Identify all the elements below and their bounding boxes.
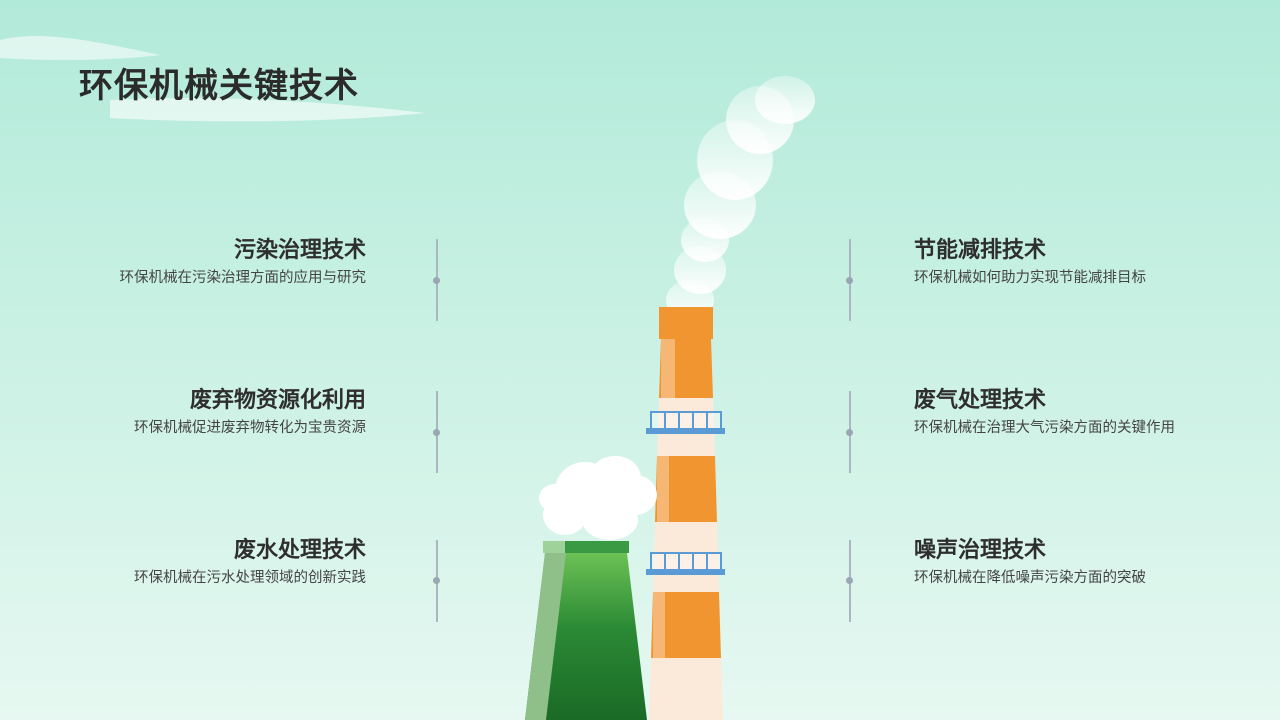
tech-item-exhaust-gas: 废气处理技术 环保机械在治理大气污染方面的关键作用 bbox=[914, 386, 1274, 438]
item-description: 环保机械促进废弃物转化为宝贵资源 bbox=[134, 420, 366, 436]
tech-item-pollution: 污染治理技术 环保机械在污染治理方面的应用与研究 bbox=[6, 236, 367, 288]
cloud-decoration bbox=[0, 35, 425, 122]
striped-chimney bbox=[649, 307, 723, 720]
tech-item-waste-recycling: 废弃物资源化利用 环保机械促进废弃物转化为宝贵资源 bbox=[6, 386, 366, 438]
tech-item-noise: 噪声治理技术 环保机械在降低噪声污染方面的突破 bbox=[914, 536, 1274, 588]
item-description: 环保机械在治理大气污染方面的关键作用 bbox=[914, 420, 1175, 436]
item-heading: 噪声治理技术 bbox=[914, 538, 1047, 563]
item-heading: 废弃物资源化利用 bbox=[189, 388, 366, 413]
chimney-platform-lower bbox=[646, 552, 725, 575]
tech-item-energy-saving: 节能减排技术 环保机械如何助力实现节能减排目标 bbox=[914, 236, 1274, 288]
item-description: 环保机械在污染治理方面的应用与研究 bbox=[119, 270, 367, 286]
page-title: 环保机械关键技术 bbox=[79, 66, 359, 106]
divider-dot bbox=[433, 577, 440, 584]
item-heading: 节能减排技术 bbox=[914, 238, 1047, 263]
item-heading: 废气处理技术 bbox=[914, 388, 1047, 413]
green-chimney bbox=[525, 541, 647, 720]
item-description: 环保机械在污水处理领域的创新实践 bbox=[134, 570, 366, 586]
tech-item-wastewater: 废水处理技术 环保机械在污水处理领域的创新实践 bbox=[6, 536, 366, 588]
divider-dot bbox=[846, 429, 853, 436]
divider-dot bbox=[433, 277, 440, 284]
item-description: 环保机械在降低噪声污染方面的突破 bbox=[914, 570, 1146, 586]
divider-dot bbox=[846, 277, 853, 284]
item-heading: 废水处理技术 bbox=[233, 538, 366, 563]
item-heading: 污染治理技术 bbox=[233, 238, 366, 263]
chimney-platform-upper bbox=[646, 411, 725, 434]
divider-dot bbox=[846, 577, 853, 584]
smoke-plume-short bbox=[539, 456, 657, 540]
smoke-plume-tall bbox=[666, 76, 815, 320]
divider-dot bbox=[433, 429, 440, 436]
item-description: 环保机械如何助力实现节能减排目标 bbox=[914, 270, 1146, 286]
